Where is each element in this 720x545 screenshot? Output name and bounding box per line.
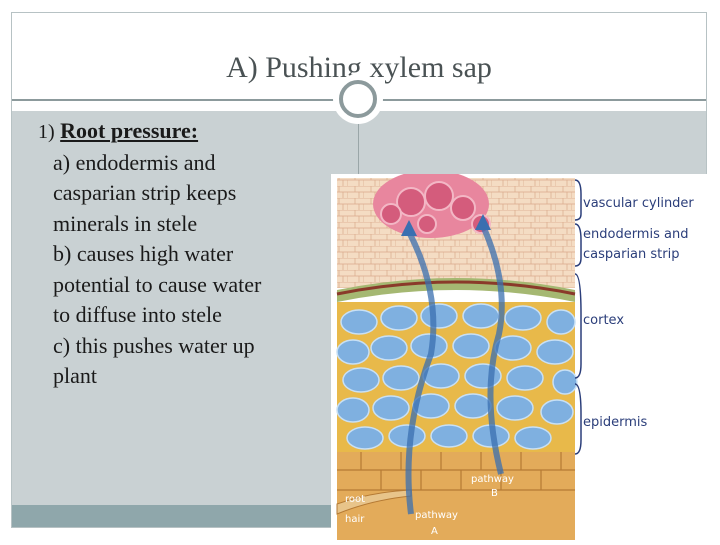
label-pathway-a-letter: A	[431, 526, 438, 537]
body-text: 1) Root pressure: a) endodermis and casp…	[38, 116, 338, 392]
item-line: casparian strip keeps	[53, 180, 237, 205]
arrow-head-a	[401, 220, 417, 236]
root-cross-section-figure: vascular cylinder endodermis and caspari…	[331, 170, 720, 540]
heading: Root pressure:	[60, 118, 199, 143]
item-line: plant	[53, 363, 97, 388]
circle-ornament	[339, 80, 377, 118]
label-epidermis: epidermis	[583, 415, 648, 430]
casparian-strip	[336, 280, 576, 296]
item-line: b) causes high water	[53, 241, 234, 266]
root-diagram: vascular cylinder endodermis and caspari…	[336, 170, 694, 540]
label-endodermis-line1: endodermis and	[583, 227, 688, 242]
label-hair: hair	[345, 514, 365, 525]
cortex-cells	[336, 303, 578, 450]
arrow-head-b	[475, 214, 491, 230]
label-vascular-cylinder: vascular cylinder	[583, 196, 694, 211]
heading-line: 1) Root pressure:	[38, 116, 338, 148]
epidermis-cells	[337, 452, 575, 491]
heading-number: 1)	[38, 121, 55, 143]
list-item: b) causes high water potential to cause …	[38, 239, 338, 331]
pathway-arrows	[405, 224, 505, 515]
label-brackets	[574, 179, 582, 455]
item-line: c) this pushes water up	[53, 332, 255, 358]
item-line: to diffuse into stele	[53, 302, 222, 327]
label-endodermis-line2: casparian strip	[583, 247, 679, 262]
label-cortex: cortex	[583, 313, 624, 328]
item-line: potential to cause water	[53, 271, 262, 297]
item-line: minerals in stele	[53, 210, 198, 236]
label-pathway-b-letter: B	[491, 488, 498, 499]
vascular-cluster	[373, 170, 491, 238]
item-line: a) endodermis and	[53, 149, 216, 175]
label-root: root	[345, 494, 365, 505]
label-pathway-a: pathway	[415, 510, 458, 521]
list-item: a) endodermis and casparian strip keeps …	[38, 148, 338, 240]
label-pathway-b: pathway	[471, 474, 514, 485]
list-item: c) this pushes water up plant	[38, 331, 338, 392]
